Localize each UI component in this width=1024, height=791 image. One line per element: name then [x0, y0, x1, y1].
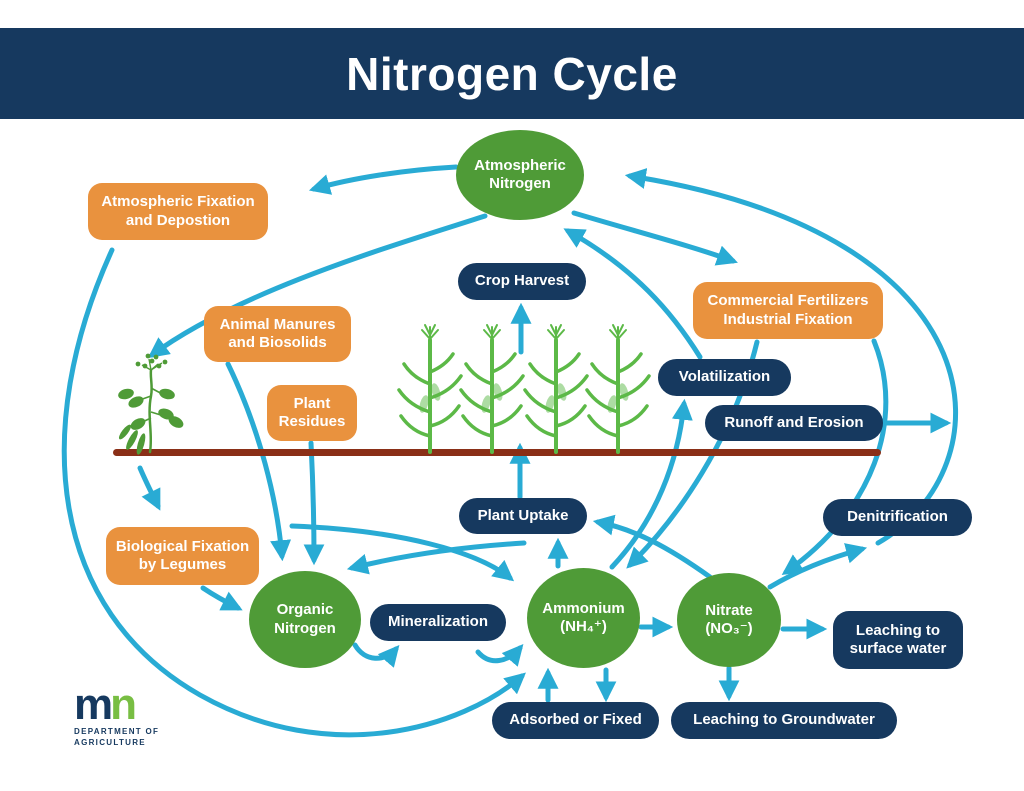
arrow-residues-to-organic	[303, 440, 325, 566]
box-mineralization-label: Mineralization	[387, 613, 488, 631]
box-adsorbed-fixed: Adsorbed or Fixed	[492, 702, 659, 739]
arrow-nitrate-to-plant-uptake	[592, 514, 713, 580]
legume-plant-icon	[118, 353, 184, 455]
page-title: Nitrogen Cycle	[346, 47, 678, 100]
arrow-manures-to-organic	[225, 361, 292, 562]
corn-plant-icon	[585, 323, 651, 454]
box-leaching-surface-label: Leaching to surface water	[849, 621, 947, 657]
arrow-organic-to-ammonium-upper	[289, 523, 515, 582]
box-volatilization: Volatilization	[658, 359, 791, 396]
node-organic-nitrogen: Organic Nitrogen	[249, 571, 361, 668]
box-atmospheric-fixation-label: Atmospheric Fixation and Depostion	[101, 193, 255, 229]
box-runoff-erosion-label: Runoff and Erosion	[724, 413, 864, 431]
arrow-atmospheric-to-legume	[147, 213, 488, 359]
arrow-nitrate-to-denitrification	[767, 543, 868, 590]
arrow-legume-to-biofixation	[137, 465, 161, 511]
box-leaching-surface: Leaching to surface water	[833, 611, 963, 669]
logo-department-text: DEPARTMENT OF AGRICULTURE	[74, 727, 160, 748]
arrow-biofixation-to-organic	[200, 585, 243, 611]
box-crop-harvest-label: Crop Harvest	[474, 272, 570, 290]
box-denitrification-label: Denitrification	[847, 508, 948, 526]
node-ammonium: Ammonium (NH₄⁺)	[527, 568, 640, 668]
box-commercial-fertilizers: Commercial Fertilizers Industrial Fixati…	[693, 282, 883, 339]
box-denitrification: Denitrification	[823, 499, 972, 536]
arrow-mineralization-arc-right	[475, 644, 524, 667]
node-atmospheric-nitrogen: Atmospheric Nitrogen	[456, 130, 584, 220]
box-crop-harvest: Crop Harvest	[458, 263, 586, 300]
soil-line	[113, 449, 881, 456]
box-commercial-fertilizers-label: Commercial Fertilizers Industrial Fixati…	[707, 292, 869, 328]
box-mineralization: Mineralization	[370, 604, 506, 641]
mn-logo-icon: mn	[74, 683, 194, 727]
arrow-volatilization-to-atmospheric	[563, 228, 703, 360]
header-bar: Nitrogen Cycle	[0, 28, 1024, 119]
node-atmospheric-nitrogen-label: Atmospheric Nitrogen	[474, 156, 566, 192]
box-animal-manures: Animal Manures and Biosolids	[204, 306, 351, 362]
box-plant-residues-label: Plant Residues	[278, 394, 346, 430]
box-leaching-groundwater: Leaching to Groundwater	[671, 702, 897, 739]
corn-plant-icon	[523, 323, 589, 454]
logo-letter-m: m	[74, 680, 113, 729]
node-nitrate: Nitrate (NO₃⁻)	[677, 573, 781, 667]
box-plant-uptake: Plant Uptake	[459, 498, 587, 534]
logo-letter-n: n	[110, 680, 137, 729]
box-animal-manures-label: Animal Manures and Biosolids	[219, 315, 336, 351]
corn-plant-icon	[397, 323, 463, 454]
box-plant-residues: Plant Residues	[267, 385, 357, 441]
box-biological-fixation: Biological Fixation by Legumes	[106, 527, 259, 585]
box-atmospheric-fixation: Atmospheric Fixation and Depostion	[88, 183, 268, 240]
node-organic-nitrogen-label: Organic Nitrogen	[274, 601, 336, 637]
arrow-atmospheric-to-commercial	[571, 210, 738, 266]
arrow-commercial-to-nitrate	[781, 338, 889, 576]
arrow-atmospheric-to-fixation-box	[308, 164, 459, 195]
box-plant-uptake-label: Plant Uptake	[477, 506, 569, 524]
node-ammonium-label: Ammonium (NH₄⁺)	[542, 599, 625, 635]
box-biological-fixation-label: Biological Fixation by Legumes	[115, 537, 250, 573]
corn-plant-icon	[459, 323, 525, 454]
box-volatilization-label: Volatilization	[678, 368, 771, 386]
mn-agriculture-logo: mn DEPARTMENT OF AGRICULTURE	[74, 683, 194, 748]
arrow-mineralization-arc-left	[352, 642, 400, 668]
box-adsorbed-fixed-label: Adsorbed or Fixed	[509, 711, 642, 729]
arrow-deposition-to-ammonium	[61, 247, 526, 738]
box-leaching-groundwater-label: Leaching to Groundwater	[693, 711, 875, 729]
node-nitrate-label: Nitrate (NO₃⁻)	[705, 601, 753, 637]
box-runoff-erosion: Runoff and Erosion	[705, 405, 883, 441]
arrow-ammonium-to-organic-immobilization	[346, 540, 527, 575]
